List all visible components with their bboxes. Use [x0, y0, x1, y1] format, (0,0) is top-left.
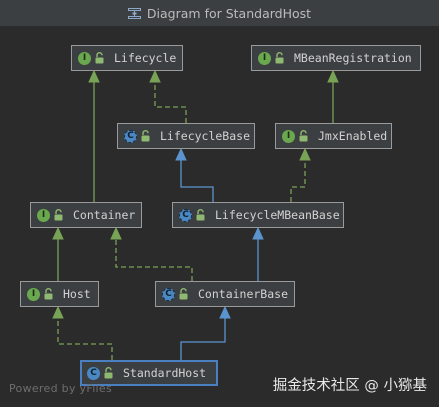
node-label: ContainerBase [198, 287, 289, 301]
interface-badge-icon: I [27, 287, 40, 301]
lock-open-icon [179, 288, 188, 300]
interface-badge-icon: I [37, 208, 50, 222]
lock-open-icon [299, 130, 308, 142]
node-jmx[interactable]: I JmxEnabled [275, 123, 392, 149]
interface-badge-icon: I [78, 51, 91, 65]
lock-open-icon [141, 130, 150, 142]
node-containerbase[interactable]: C ContainerBase [155, 281, 295, 307]
edge-containerbase-to-container [110, 226, 193, 281]
node-label: Host [63, 287, 91, 301]
edges-layer [52, 69, 339, 360]
node-label: Lifecycle [114, 51, 177, 65]
lock-open-icon [104, 367, 113, 379]
edge-containerbase-to-lifecyclembeanbase [252, 226, 264, 281]
lock-open-icon [54, 209, 63, 221]
interface-badge-icon: I [258, 51, 271, 65]
abstract-class-badge-icon: C [162, 287, 175, 301]
edge-standardhost-to-host [52, 305, 113, 360]
abstract-class-badge-icon: C [179, 208, 192, 222]
site-watermark: 掘金技术社区 @ 小猕基 [272, 378, 427, 394]
lock-open-icon [44, 288, 53, 300]
edge-jmx-to-mbean [327, 69, 339, 123]
node-label: Container [73, 208, 136, 222]
interface-badge-icon: I [282, 129, 295, 143]
node-label: JmxEnabled [318, 129, 388, 143]
diagram-icon [127, 7, 141, 19]
title-bar: Diagram for StandardHost [0, 0, 439, 27]
node-label: LifecycleBase [160, 129, 251, 143]
lock-open-icon [95, 52, 104, 64]
node-label: StandardHost [123, 366, 207, 380]
edge-lifecyclembeanbase-to-jmx [290, 147, 311, 202]
node-label: MBeanRegistration [294, 51, 412, 65]
edge-lifecyclembeanbase-to-lifecyclebase [175, 147, 214, 202]
edge-container-to-lifecycle [88, 69, 100, 202]
edge-standardhost-to-containerbase [180, 305, 231, 360]
node-mbean[interactable]: I MBeanRegistration [251, 45, 421, 71]
node-label: LifecycleMBeanBase [215, 208, 340, 222]
edge-host-to-container [52, 226, 64, 281]
lock-open-icon [196, 209, 205, 221]
node-host[interactable]: I Host [20, 281, 99, 307]
node-lifecyclebase[interactable]: C LifecycleBase [117, 123, 255, 149]
node-lifecyclembeanbase[interactable]: C LifecycleMBeanBase [172, 202, 344, 228]
class-badge-icon: C [87, 366, 100, 380]
lock-open-icon [275, 52, 284, 64]
window-title: Diagram for StandardHost [146, 5, 312, 21]
node-standardhost[interactable]: C StandardHost [80, 360, 218, 386]
abstract-class-badge-icon: C [124, 129, 137, 143]
node-lifecycle[interactable]: I Lifecycle [71, 45, 183, 71]
edge-lifecyclebase-to-lifecycle [149, 69, 187, 123]
node-container[interactable]: I Container [30, 202, 142, 228]
powered-by-watermark: Powered by yFiles [9, 382, 112, 395]
